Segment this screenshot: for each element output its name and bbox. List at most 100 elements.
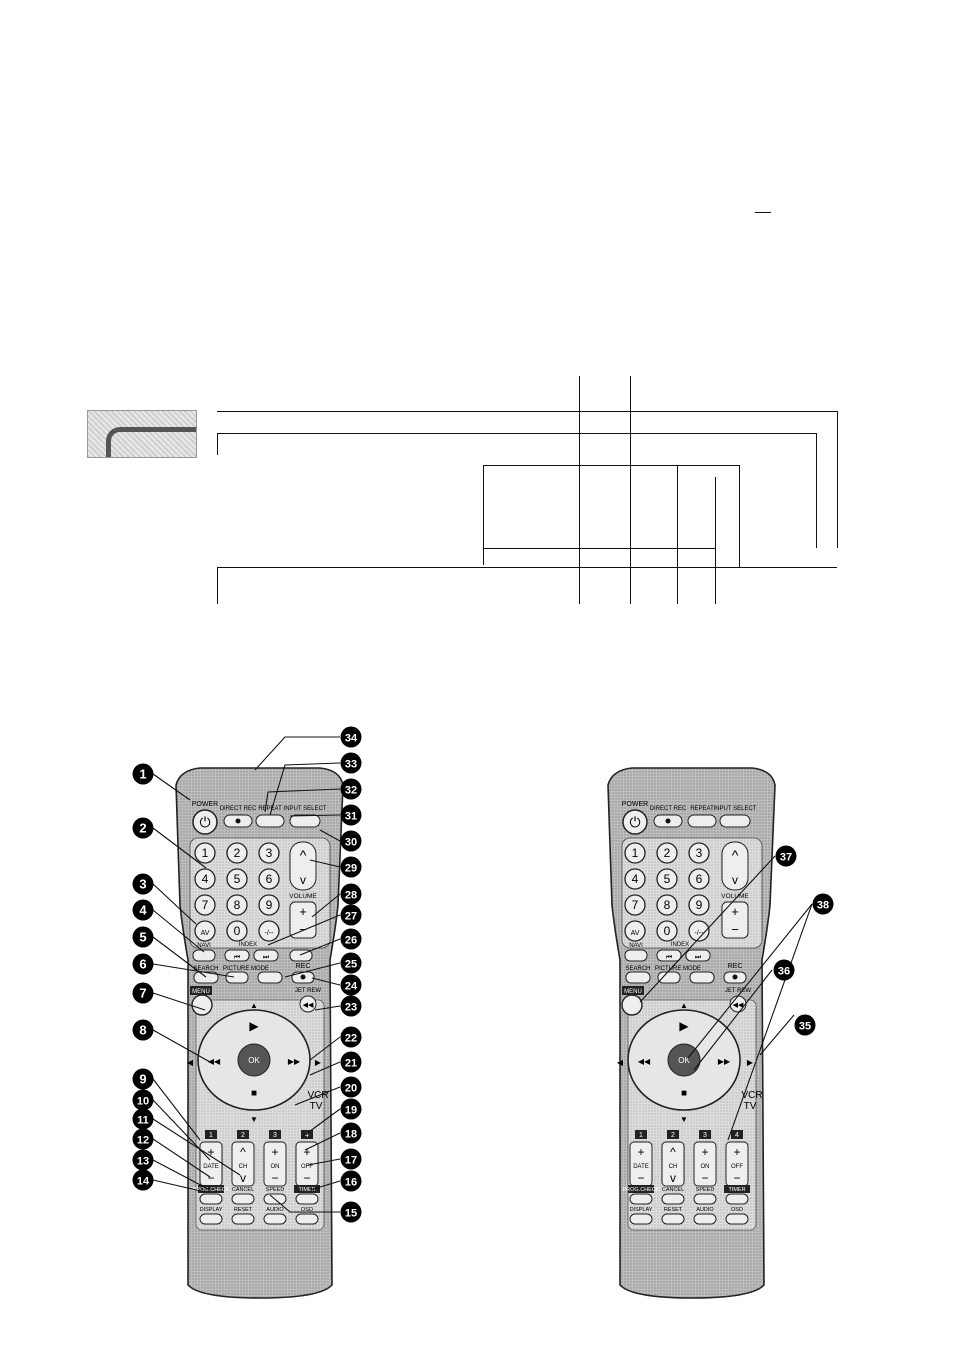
- callout-number: 29: [345, 863, 357, 875]
- timer-slot: 2^CHv: [661, 1130, 685, 1187]
- numpad-key-label: 1: [202, 846, 209, 860]
- function-button: OSD: [295, 1207, 319, 1225]
- function-button: DISPLAY: [199, 1207, 223, 1225]
- callout-number: 14: [137, 1176, 150, 1188]
- numpad-key: 3: [258, 842, 280, 864]
- numpad-key: 5: [226, 868, 248, 890]
- power-button: ⏻ POWER: [192, 801, 218, 835]
- numpad-key-label: 0: [664, 924, 671, 938]
- callout-marker: 27: [340, 904, 362, 926]
- callout-markers-left: 1234567891011121314151617181920212223242…: [132, 726, 362, 1223]
- volume-rocker-right: ^ v VOLUME + −: [721, 841, 749, 939]
- svg-text:▲: ▲: [250, 1001, 258, 1010]
- callout-number: 2: [139, 821, 146, 836]
- numpad-key: 1: [624, 842, 646, 864]
- callout-marker: 18: [340, 1122, 362, 1144]
- svg-text:REC: REC: [728, 963, 743, 970]
- numpad-key-label: 0: [234, 924, 241, 938]
- svg-text:▶: ▶: [249, 1019, 259, 1033]
- svg-text:▶: ▶: [747, 1058, 754, 1067]
- callout-marker: 30: [340, 830, 362, 852]
- function-button-label: TIMER: [298, 1187, 315, 1193]
- svg-text:OK: OK: [248, 1056, 260, 1065]
- function-button-label: CANCEL: [662, 1187, 684, 1193]
- svg-text:−: −: [299, 922, 307, 937]
- svg-text:TV: TV: [744, 1101, 757, 1112]
- function-button: AUDIO: [693, 1207, 717, 1225]
- callout-number: 19: [345, 1105, 357, 1117]
- callout-lines-left: [152, 736, 341, 1213]
- slot-label: OFF: [731, 1164, 743, 1170]
- callout-number: 30: [345, 837, 357, 849]
- svg-text:−: −: [271, 1171, 278, 1185]
- callout-marker: 25: [340, 952, 362, 974]
- numpad-key-label: 7: [202, 898, 209, 912]
- svg-text:NAVI: NAVI: [629, 943, 643, 949]
- function-button: SPEED: [693, 1187, 717, 1205]
- top-overline-mark: [755, 212, 771, 213]
- svg-text:^: ^: [670, 1145, 676, 1159]
- function-button: OSD: [725, 1207, 749, 1225]
- svg-text:⏭: ⏭: [695, 954, 702, 961]
- svg-text:OK: OK: [678, 1056, 690, 1065]
- callout-marker: 20: [340, 1076, 362, 1098]
- callout-marker: 22: [340, 1026, 362, 1048]
- callout-marker: 15: [340, 1201, 362, 1223]
- top-row-buttons-right: DIRECT REC REPEAT INPUT SELECT: [650, 806, 757, 828]
- callout-number: 38: [817, 900, 829, 912]
- callout-number: 3: [139, 877, 146, 892]
- callout-marker: 34: [340, 726, 362, 748]
- function-button: PROG.CHECK: [623, 1185, 660, 1205]
- svg-text:POWER: POWER: [622, 801, 648, 808]
- timer-slot: 4+OFF−: [725, 1130, 749, 1187]
- callout-number: 8: [139, 1023, 146, 1038]
- volume-rocker: ^ v VOLUME + −: [289, 841, 317, 939]
- numpad-key-label: 9: [266, 898, 273, 912]
- svg-text:MENU: MENU: [624, 989, 642, 995]
- callout-marker: 28: [340, 883, 362, 905]
- svg-text:◀◀: ◀◀: [638, 1057, 651, 1066]
- slot-number: 3: [703, 1132, 707, 1139]
- function-button: CANCEL: [661, 1187, 685, 1205]
- svg-text:■: ■: [681, 1088, 687, 1099]
- numpad-key-label: AV: [201, 930, 210, 937]
- svg-text:+: +: [207, 1145, 214, 1159]
- callout-marker: 4: [132, 899, 154, 921]
- callout-marker: 31: [340, 804, 362, 826]
- callout-marker: 19: [340, 1098, 362, 1120]
- callout-number: 18: [345, 1129, 357, 1141]
- svg-text:MENU: MENU: [192, 989, 210, 995]
- svg-text:◀: ◀: [617, 1058, 624, 1067]
- svg-text:+: +: [299, 904, 307, 919]
- slot-number: 2: [241, 1132, 245, 1139]
- numpad-key: 0: [226, 920, 248, 942]
- callout-number: 20: [345, 1083, 357, 1095]
- svg-text:−: −: [207, 1171, 214, 1185]
- power-label: POWER: [192, 801, 218, 808]
- svg-text:NAVI: NAVI: [197, 943, 211, 949]
- timer-slot: 1+DATE−: [629, 1130, 653, 1187]
- callout-marker: 16: [340, 1170, 362, 1192]
- numpad-key: 7: [194, 894, 216, 916]
- callout-number: 15: [345, 1208, 357, 1220]
- function-button-label: TIMER: [728, 1187, 745, 1193]
- svg-text:REPEAT: REPEAT: [690, 806, 714, 812]
- svg-text:REC: REC: [296, 963, 311, 970]
- callout-marker: 32: [340, 778, 362, 800]
- svg-text:−: −: [303, 1171, 310, 1185]
- callout-number: 6: [139, 957, 146, 972]
- numpad-key: 0: [656, 920, 678, 942]
- svg-text:⏭: ⏭: [263, 954, 270, 961]
- slot-label: OFF: [301, 1164, 313, 1170]
- callout-marker: 7: [132, 982, 154, 1004]
- callout-marker: 37: [775, 845, 797, 867]
- svg-text:+: +: [637, 1145, 644, 1159]
- callout-marker: 26: [340, 928, 362, 950]
- callout-number: 4: [139, 903, 147, 918]
- svg-text:INDEX: INDEX: [671, 942, 689, 948]
- callout-number: 21: [345, 1058, 357, 1070]
- numpad-key-label: 6: [696, 872, 703, 886]
